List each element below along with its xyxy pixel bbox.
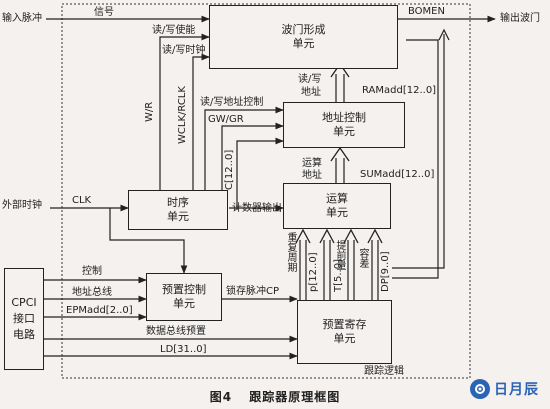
figure-number: 图4 [209, 390, 233, 404]
timing-unit-subtitle: 单元 [167, 210, 189, 223]
rw-clock-label: 读/写时钟 [162, 45, 206, 56]
data-bus-preset-label: 数据总线预置 [146, 326, 206, 337]
address-control-unit-title: 地址控制 [322, 111, 366, 124]
preset-control-unit-title: 预置控制 [162, 283, 206, 296]
tracking-logic-boundary [61, 3, 471, 379]
timing-unit: 时序 单元 [128, 190, 228, 230]
rw-addr-label-1: 读/写 [298, 74, 322, 85]
rw-enable-label: 读/写使能 [152, 25, 196, 36]
control-label: 控制 [82, 266, 102, 277]
preset-register-unit-title: 预置寄存 [322, 318, 367, 331]
watermark: 日月辰 [470, 376, 550, 402]
repeat-period-label: 重复周期 [285, 232, 296, 272]
counter-out-label: 计数器输出 [232, 203, 282, 214]
cpci-circuit-label: 电路 [13, 328, 35, 341]
sumadd-label: SUMadd[12..0] [360, 169, 435, 180]
calc-addr-label-1: 运算 [302, 158, 322, 169]
input-pulse-label: 输入脉冲 [2, 13, 42, 24]
preset-register-unit: 预置寄存 单元 [297, 300, 392, 364]
wave-gate-unit-subtitle: 单元 [292, 37, 315, 50]
wave-gate-unit: 波门形成 单元 [209, 5, 398, 69]
address-control-unit: 地址控制 单元 [283, 102, 405, 148]
clk-label: CLK [72, 195, 92, 206]
preset-control-unit: 预置控制 单元 [146, 273, 222, 321]
signal-label: 信号 [94, 7, 114, 18]
cpci-interface-label: 接口 [13, 312, 35, 325]
addr-bus-label: 地址总线 [72, 287, 112, 298]
c-bus-label: C[12..0] [224, 149, 235, 190]
compute-unit: 运算 单元 [283, 183, 391, 229]
epmadd-label: EPMadd[2..0] [66, 305, 133, 316]
timing-unit-title: 时序 [167, 196, 189, 209]
cpci-interface-circuit: CPCI 接口 电路 [4, 268, 44, 370]
wave-gate-unit-title: 波门形成 [281, 23, 326, 36]
tracking-logic-label: 跟踪逻辑 [364, 366, 404, 377]
ext-clock-label: 外部时钟 [2, 200, 42, 211]
watermark-logo-icon [470, 379, 490, 399]
compute-unit-title: 运算 [326, 192, 348, 205]
rw-addr-label-2: 地址 [301, 87, 321, 98]
dp-bus-label: DP[9..0] [380, 251, 391, 292]
p-bus-label: p[12..0] [308, 252, 319, 292]
preset-control-unit-subtitle: 单元 [173, 297, 195, 310]
advance-label: 提前量 [334, 240, 345, 270]
rw-addr-ctrl-label: 读/写地址控制 [200, 97, 264, 108]
tolerance-label: 容差 [357, 248, 368, 268]
figure-title: 跟踪器原理框图 [249, 390, 341, 404]
gw-gr-label: GW/GR [208, 114, 244, 125]
wclk-rclk-label: WCLK/RCLK [177, 86, 188, 144]
watermark-text: 日月辰 [494, 382, 539, 398]
address-control-unit-subtitle: 单元 [333, 125, 355, 138]
output-gate-label: 输出波门 [500, 13, 540, 24]
calc-addr-label-2: 地址 [302, 170, 322, 181]
latch-pulse-label: 锁存脉冲CP [226, 286, 280, 297]
ramadd-label: RAMadd[12..0] [362, 85, 437, 96]
ld-bus-label: LD[31..0] [160, 344, 207, 355]
figure-caption: 图4 跟踪器原理框图 [0, 388, 550, 405]
cpci-label: CPCI [11, 296, 37, 309]
t-bus-label: T[5..0] [333, 259, 344, 292]
preset-register-unit-subtitle: 单元 [333, 332, 356, 345]
compute-unit-subtitle: 单元 [326, 206, 348, 219]
bomen-label: BOMEN [408, 6, 445, 17]
w-r-label: W/R [144, 101, 155, 122]
